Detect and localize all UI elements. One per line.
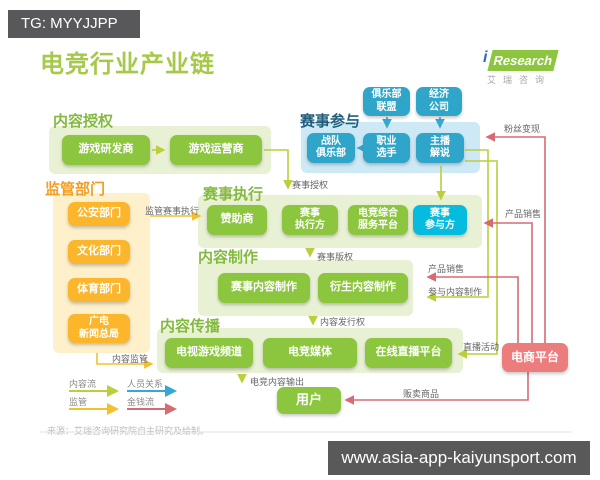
node-sports-dept: 体育部门 (68, 278, 130, 302)
node-public-security: 公安部门 (68, 202, 130, 226)
iresearch-logo: Research (487, 50, 559, 71)
node-online-streaming-platform: 在线直播平台 (365, 338, 452, 368)
edge-label-content-regulation: 内容监管 (112, 354, 149, 364)
node-game-operator: 游戏运营商 (170, 135, 262, 165)
edge-label-product-sales-participant: 产品销售 (505, 209, 542, 219)
node-esports-service-platform: 电竞综合 服务平台 (348, 205, 408, 235)
iresearch-logo-i: i (483, 49, 488, 66)
page-title: 电竞行业产业链 (40, 51, 215, 78)
node-radio-tv: 广电 新闻总局 (68, 314, 130, 343)
node-event-executor: 赛事 执行方 (282, 205, 338, 235)
node-team-club: 战队 俱乐部 (307, 133, 355, 163)
node-club-alliance: 俱乐部 联盟 (363, 87, 410, 116)
section-title-regulators: 监管部门 (45, 181, 106, 198)
edge-label-product-sales-production: 产品销售 (428, 264, 465, 274)
edge-label-fan-monetization: 粉丝变现 (504, 124, 541, 134)
legend-label-money-flow: 金钱流 (127, 397, 155, 407)
node-ecommerce-platform: 电商平台 (502, 343, 568, 372)
node-streamer-caster: 主播 解说 (416, 133, 464, 163)
edge-label-live-events: 直播活动 (463, 342, 500, 352)
edge-label-event-copyright: 赛事版权 (317, 252, 354, 262)
node-culture-dept: 文化部门 (68, 240, 130, 264)
node-esports-media: 电竞媒体 (263, 338, 357, 368)
node-pro-player: 职业 选手 (363, 133, 410, 163)
section-title-event-participation: 赛事参与 (300, 113, 361, 130)
node-user: 用户 (277, 387, 341, 414)
watermark-url: www.asia-app-kaiyunsport.com (328, 441, 590, 475)
edge-label-content-distribution-rights: 内容发行权 (320, 317, 366, 327)
legend-label-regulation: 监管 (69, 397, 88, 407)
node-derivative-content-production: 衍生内容制作 (318, 273, 408, 303)
legend-label-personnel: 人员关系 (127, 379, 164, 389)
node-event-content-production: 赛事内容制作 (218, 273, 310, 303)
node-tv-game-channel: 电视游戏频道 (165, 338, 253, 368)
edge-label-sell-goods: 贩卖商品 (403, 389, 440, 399)
node-sponsor: 赞助商 (207, 205, 267, 235)
node-talent-agency: 经济 公司 (416, 87, 462, 116)
section-title-content-production: 内容制作 (198, 249, 259, 266)
section-title-content-distribution: 内容传播 (160, 318, 221, 335)
section-title-event-execution: 赛事执行 (203, 186, 264, 203)
source-note: 来源：艾瑞咨询研究院自主研究及绘制。 (47, 426, 210, 436)
legend-label-content-flow: 内容流 (69, 379, 97, 389)
edge-ecommerce-fan-monetization (485, 132, 546, 343)
tg-badge: TG: MYYJJPP (8, 10, 140, 38)
edge-caster-to-streaming (457, 160, 498, 359)
iresearch-logo-subtitle: 艾瑞咨询 (487, 75, 552, 85)
edge-label-event-license: 赛事授权 (292, 180, 329, 190)
edge-label-regulate-execution: 监管赛事执行 (145, 206, 200, 216)
edge-ecommerce-product-sales-participant (483, 218, 533, 343)
edge-label-join-content-production: 参与内容制作 (428, 287, 483, 297)
node-game-developer: 游戏研发商 (62, 135, 150, 165)
section-title-content-license: 内容授权 (53, 113, 114, 130)
edge-label-esports-content-output: 电竞内容输出 (250, 377, 305, 387)
node-event-participant: 赛事 参与方 (413, 205, 467, 235)
